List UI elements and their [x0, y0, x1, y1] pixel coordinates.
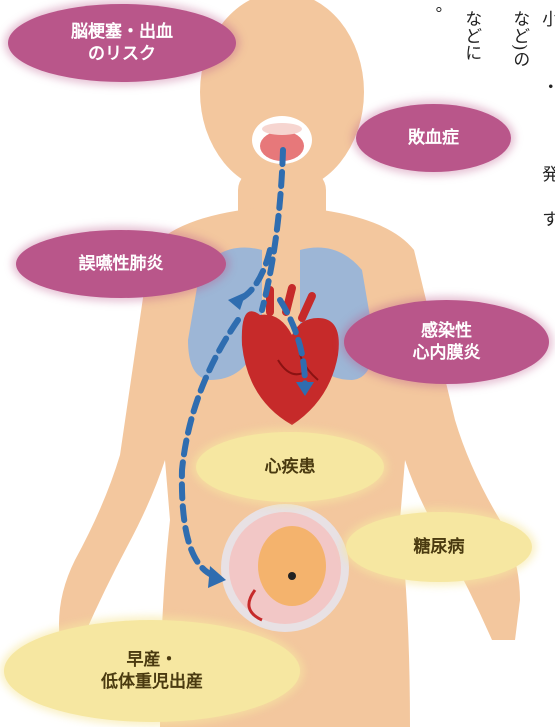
vertical-text-col2: などに [460, 10, 481, 61]
right-edge-text-mid2: 発 [537, 165, 555, 182]
vertical-text-col1: など)の [508, 10, 529, 68]
label-sepsis-text: 敗血症 [408, 127, 459, 149]
label-aspiration-pneumonia-text: 誤嚥性肺炎 [79, 253, 164, 275]
label-sepsis: 敗血症 [356, 104, 511, 172]
label-stroke-risk-text: 脳梗塞・出血 のリスク [71, 21, 173, 65]
embryo-icon [221, 504, 349, 632]
label-preterm-birth-text: 早産・ 低体重児出産 [101, 649, 203, 693]
right-edge-text-bottom: す [537, 210, 555, 227]
label-stroke-risk: 脳梗塞・出血 のリスク [8, 4, 236, 82]
right-edge-text-mid1: ・ [537, 78, 555, 95]
label-diabetes-text: 糖尿病 [414, 536, 465, 558]
label-endocarditis: 感染性 心内膜炎 [344, 300, 549, 384]
label-diabetes: 糖尿病 [346, 512, 532, 582]
label-aspiration-pneumonia: 誤嚥性肺炎 [16, 230, 226, 298]
label-endocarditis-text: 感染性 心内膜炎 [413, 320, 481, 364]
label-heart-disease: 心疾患 [196, 432, 384, 502]
right-edge-text-top: 小 [537, 10, 555, 27]
label-preterm-birth: 早産・ 低体重児出産 [4, 620, 300, 722]
vertical-text-col3: 。 [420, 6, 441, 23]
label-heart-disease-text: 心疾患 [265, 456, 316, 478]
